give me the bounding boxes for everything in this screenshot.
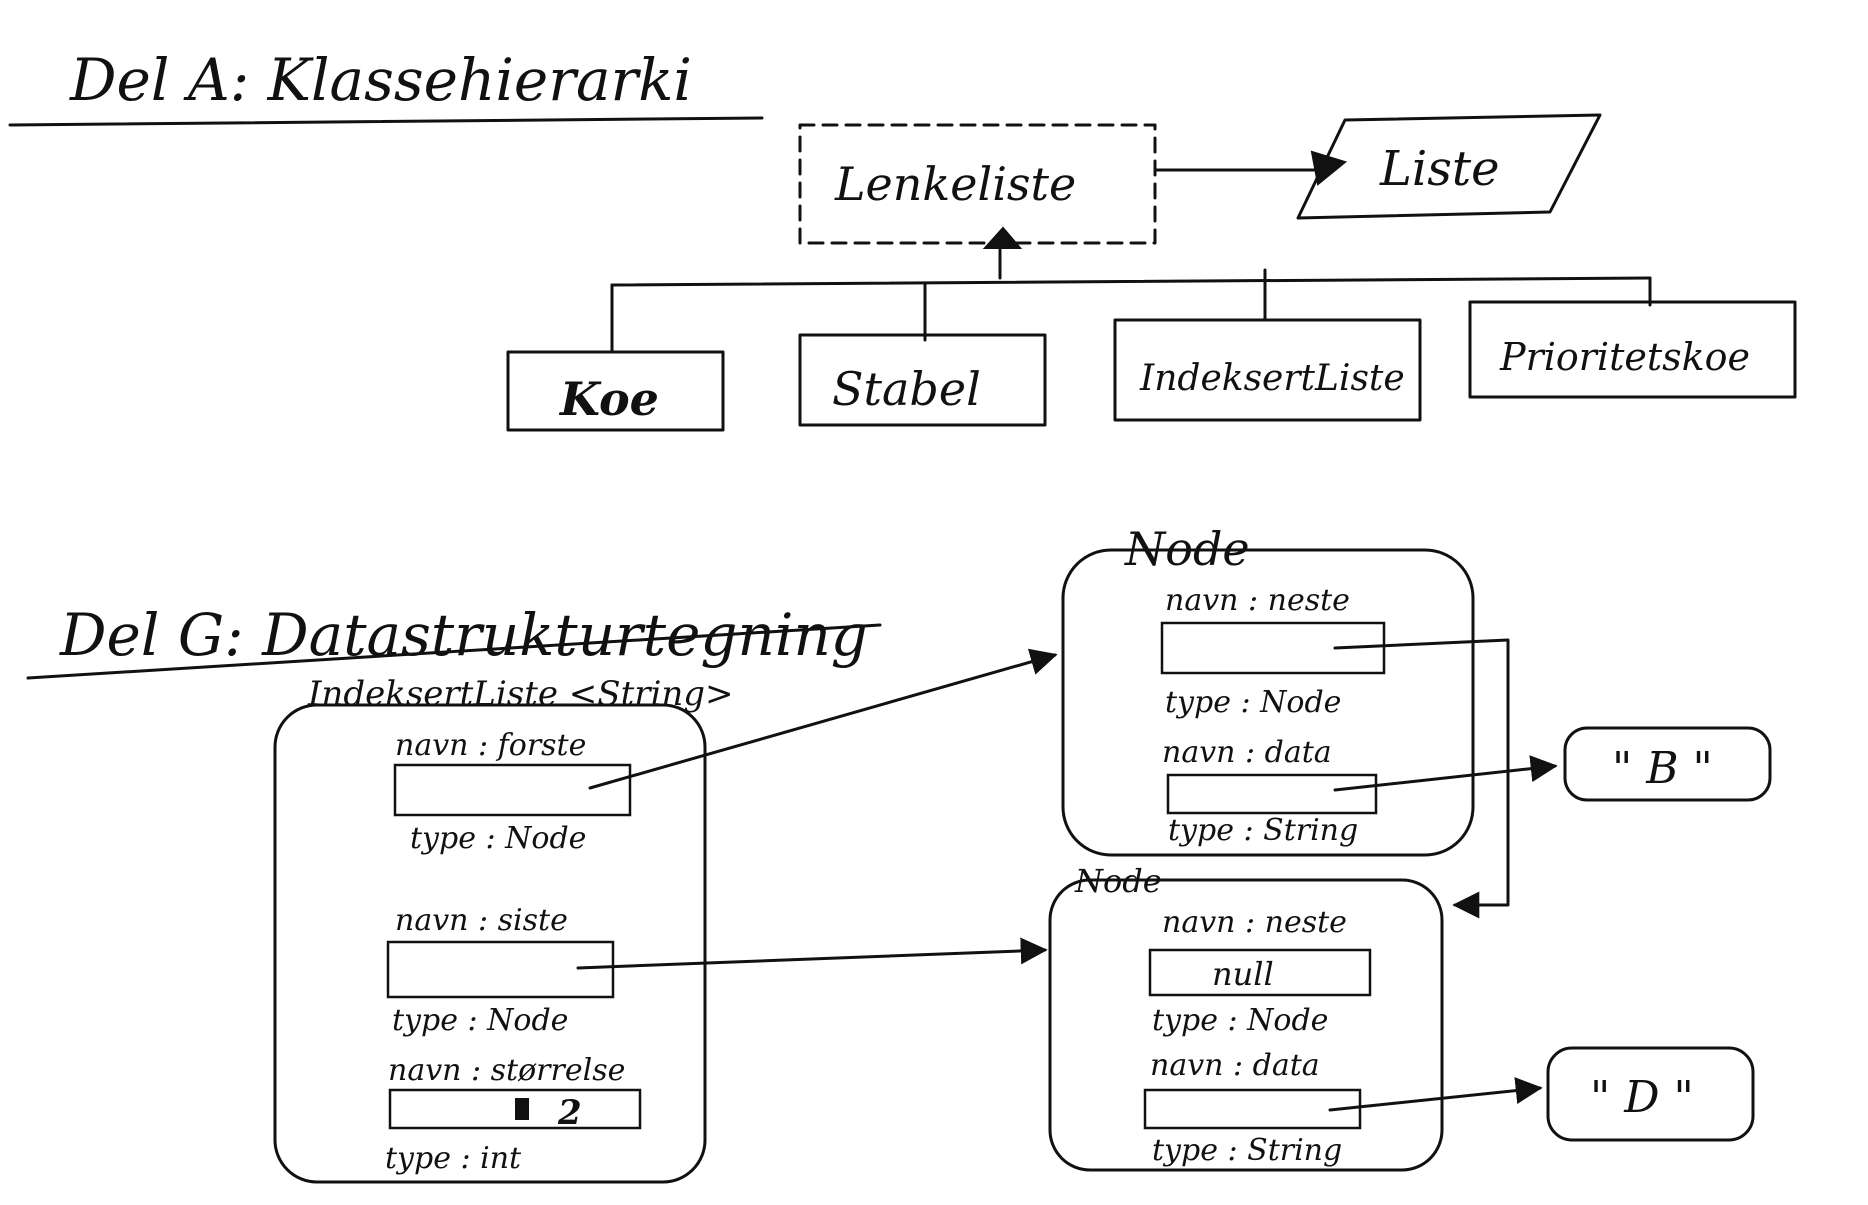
list-field-siste-box [386,940,615,999]
string-b-box [1563,726,1772,802]
part-g-heading: Del G: Datastrukturtegning [59,601,868,669]
node2-data-name: navn : data [1150,1048,1320,1083]
node2-data-box [1143,1088,1362,1130]
node2-neste-value: null [1212,955,1274,993]
list-field-forste-box [393,763,632,817]
node2-neste-box [1148,948,1372,997]
ref-node2-data-to-d [1328,1077,1543,1112]
node2-box [1048,878,1444,1172]
string-b-label: " B " [1612,743,1713,794]
ref-forste-to-node1 [588,648,1058,790]
list-field-forste-name: navn : forste [395,728,586,763]
indeksert-box [1113,318,1422,422]
node1-data-box [1166,773,1378,815]
node2-neste-type: type : Node [1152,1003,1328,1038]
stabel-box [798,333,1047,427]
node2-neste-name: navn : neste [1162,905,1347,940]
liste-label: Liste [1379,141,1500,197]
string-d-box [1546,1046,1755,1142]
inheritance-arrowhead [982,226,1023,249]
list-field-siste-name: navn : siste [395,903,568,938]
lenkeliste-label: Lenkeliste [834,157,1076,211]
node1-neste-box [1160,621,1386,675]
node1-data-name: navn : data [1162,735,1332,770]
list-object-box [273,703,707,1184]
lenkeliste-box [798,123,1157,245]
list-field-storrelse-name: navn : størrelse [388,1053,625,1088]
node1-neste-type: type : Node [1165,685,1341,720]
list-field-forste-type: type : Node [410,821,586,856]
part-a-underline [8,116,764,127]
ref-siste-to-node2 [576,937,1048,970]
node2-data-type: type : String [1152,1133,1342,1168]
prioritet-label: Prioritetskoe [1499,335,1750,379]
koe-box [506,350,725,432]
liste-box [1296,113,1602,220]
part-a-heading: Del A: Klassehierarki [69,46,692,114]
indeksert-label: IndeksertListe [1139,358,1405,399]
list-field-storrelse-value: 2 [557,1093,582,1133]
node1-neste-name: navn : neste [1165,583,1350,618]
list-field-storrelse-box [388,1088,642,1130]
prioritet-box [1468,300,1797,399]
list-object-title: IndeksertListe <String> [307,674,734,714]
hierarchy-bar [610,276,1652,287]
storrelse-scribble-mark [515,1098,529,1120]
ref-node1-data-to-b [1333,755,1558,792]
list-field-siste-type: type : Node [392,1003,568,1038]
list-field-storrelse-type: type : int [385,1141,522,1176]
part-g-underline [26,623,882,680]
string-d-label: " D " [1590,1072,1694,1123]
koe-label: Koe [558,372,659,426]
node1-data-type: type : String [1168,813,1358,848]
stabel-label: Stabel [832,362,981,416]
node1-box [1061,548,1475,857]
